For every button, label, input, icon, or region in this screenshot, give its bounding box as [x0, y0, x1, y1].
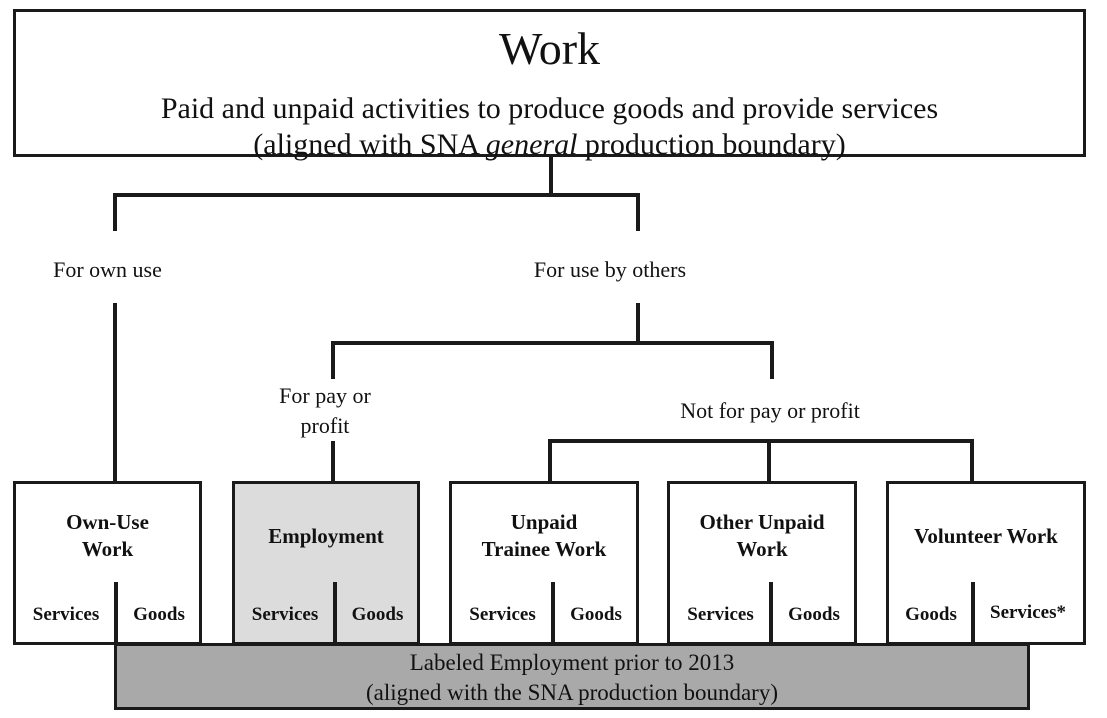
- connector-volunteer-down: [970, 439, 974, 483]
- boundary-note-prefix: (aligned with SNA: [253, 128, 486, 161]
- connector-pay-down: [331, 441, 335, 483]
- band-note: (aligned with the SNA production boundar…: [365, 680, 778, 705]
- connector-own-use-stub: [113, 193, 117, 231]
- category-title-line2: Trainee Work: [481, 537, 607, 561]
- connector-others-down: [636, 303, 640, 345]
- category-divider: [333, 582, 337, 645]
- category-divider: [971, 582, 975, 645]
- connector-others-stub: [636, 193, 640, 231]
- category-other-unpaid-work: Other Unpaid Work Services Goods: [667, 481, 857, 645]
- category-title-line1: Volunteer Work: [914, 524, 1058, 548]
- category-title-line2: Work: [736, 537, 788, 561]
- category-right-cell: Services*: [990, 602, 1066, 623]
- category-right-cell: Goods: [788, 604, 840, 625]
- connector-not-pay-stub: [770, 341, 774, 379]
- category-right-cell: Goods: [570, 604, 622, 625]
- category-title-line1: Employment: [268, 524, 384, 548]
- connector-others-horizontal: [331, 341, 774, 345]
- connector-own-use-down: [113, 303, 117, 483]
- work-description: Paid and unpaid activities to produce go…: [160, 92, 939, 125]
- label-not-for-pay: Not for pay or profit: [680, 398, 860, 423]
- category-title-line1: Unpaid: [510, 510, 578, 534]
- category-divider: [769, 582, 773, 645]
- category-left-cell: Services: [32, 604, 100, 625]
- label-for-use-by-others: For use by others: [533, 257, 687, 282]
- connector-root-horizontal: [113, 193, 640, 197]
- category-divider: [114, 582, 118, 645]
- category-right-cell: Goods: [351, 604, 404, 625]
- connector-trainee-down: [548, 439, 552, 483]
- connector-pay-stub: [331, 341, 335, 379]
- category-left-cell: Services: [687, 604, 754, 625]
- work-root-box: Work Paid and unpaid activities to produ…: [13, 9, 1086, 161]
- category-divider: [551, 582, 555, 645]
- work-title: Work: [498, 23, 601, 74]
- category-employment: Employment Services Goods: [232, 481, 420, 645]
- label-for-pay-line2: profit: [300, 413, 350, 438]
- label-for-own-use: For own use: [53, 257, 162, 282]
- boundary-note-suffix: production boundary): [577, 128, 846, 161]
- category-left-cell: Services: [469, 604, 536, 625]
- category-volunteer-work: Volunteer Work Goods Services*: [886, 481, 1086, 645]
- connector-root-down: [549, 157, 553, 195]
- label-for-pay-line1: For pay or: [279, 383, 371, 408]
- boundary-note-emphasis: general: [485, 128, 578, 161]
- category-right-cell: Goods: [133, 604, 185, 625]
- category-unpaid-trainee-work: Unpaid Trainee Work Services Goods: [449, 481, 639, 645]
- connector-other-unpaid-down: [767, 439, 771, 483]
- category-title-line1: Other Unpaid: [699, 510, 825, 534]
- work-boundary-note: (aligned with SNA general production bou…: [16, 126, 1083, 164]
- category-left-cell: Goods: [905, 604, 957, 625]
- connector-not-pay-horizontal: [548, 439, 974, 443]
- category-left-cell: Services: [251, 604, 319, 625]
- category-own-use-work: Own-Use Work Services Goods: [13, 481, 202, 645]
- prior-2013-employment-band: Labeled Employment prior to 2013 (aligne…: [114, 643, 1030, 710]
- category-title-line2: Work: [81, 537, 134, 561]
- band-title: Labeled Employment prior to 2013: [409, 650, 735, 675]
- category-title-line1: Own-Use: [66, 510, 149, 534]
